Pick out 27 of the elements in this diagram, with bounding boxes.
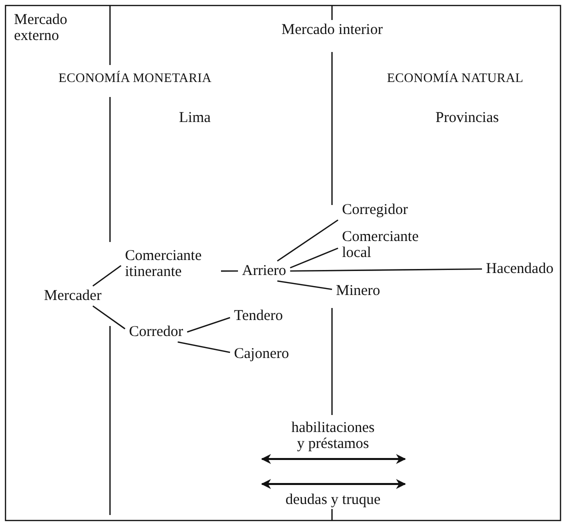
node-label: Comerciante local <box>342 229 434 261</box>
node-label: Hacendado <box>486 261 554 277</box>
node-label: Comerciante itinerante <box>125 248 217 280</box>
connector-line <box>277 280 332 290</box>
region-label: Lima <box>179 110 211 126</box>
arrow-label: habilitaciones y préstamos <box>290 420 376 452</box>
node-label: Cajonero <box>234 346 289 362</box>
connector-line <box>276 219 338 262</box>
connector-line <box>92 305 126 330</box>
arrow-label: deudas y truque <box>286 492 380 508</box>
economy-heading: ECONOMÍA NATURAL <box>387 70 524 86</box>
node-label: Arriero <box>242 263 286 279</box>
economy-heading: ECONOMÍA MONETARIA <box>58 70 212 86</box>
node-label: Corredor <box>129 324 184 340</box>
connector-line <box>221 270 238 272</box>
connector-line <box>178 341 230 354</box>
market-label: Mercado externo <box>14 12 68 44</box>
node-label: Mercader <box>44 288 102 304</box>
node-label: Minero <box>336 283 380 299</box>
market-label: Mercado interior <box>282 22 383 38</box>
connector-line <box>186 316 230 333</box>
connector-line <box>92 265 122 287</box>
connector-line <box>290 268 482 272</box>
node-label: Tendero <box>234 308 283 324</box>
connector-line <box>290 248 338 268</box>
region-label: Provincias <box>436 110 499 126</box>
node-label: Corregidor <box>342 202 408 218</box>
